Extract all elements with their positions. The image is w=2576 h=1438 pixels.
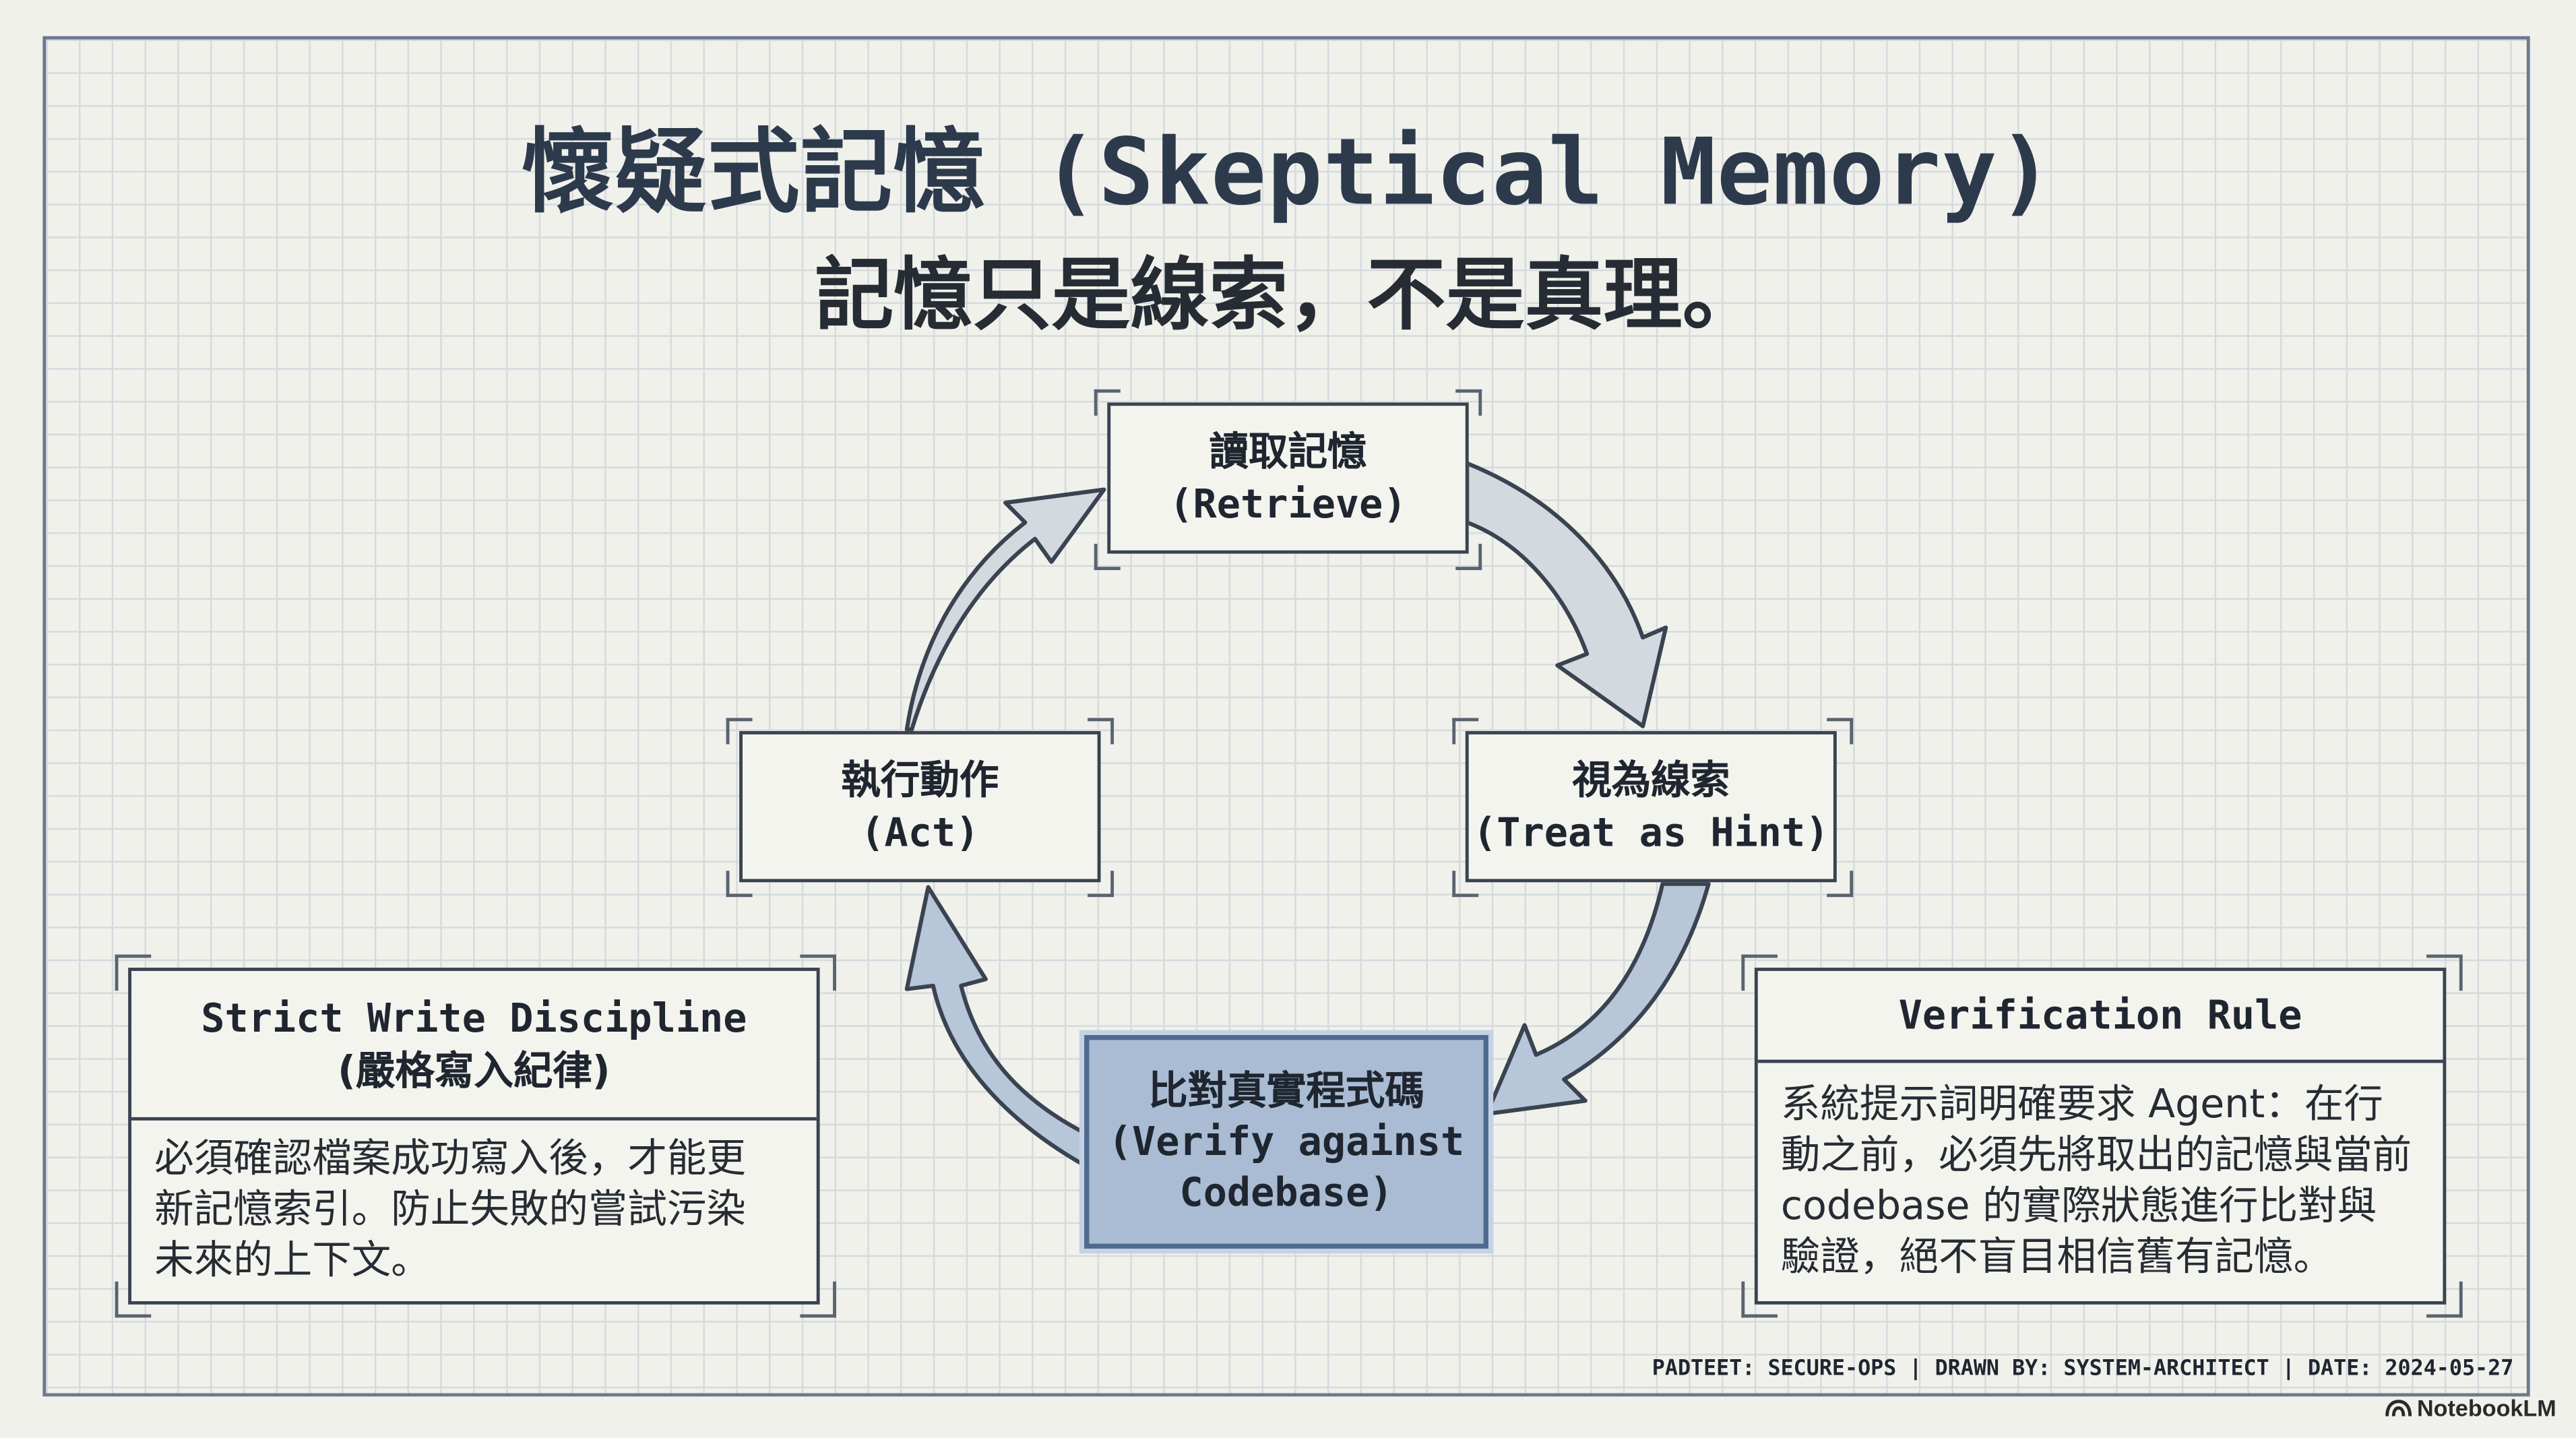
arrow-hint-to-verify (1484, 881, 1711, 1117)
node-verify-en-2: Codebase) (1179, 1168, 1393, 1215)
node-retrieve-en: (Retrieve) (1169, 481, 1407, 528)
notebooklm-brand: NotebookLM (2385, 1394, 2556, 1421)
brand-label: NotebookLM (2417, 1394, 2556, 1421)
panel-verification-rule-line: 動之前，必須先將取出的記憶與當前 (1780, 1131, 2412, 1179)
node-act-zh: 執行動作 (841, 757, 999, 804)
page-title: 懷疑式記憶 (Skeptical Memory) (522, 119, 2054, 227)
panel-write-discipline-subtitle: (嚴格寫入紀律) (338, 1047, 610, 1094)
node-hint-zh: 視為線索 (1572, 757, 1730, 804)
node-verify-zh: 比對真實程式碼 (1148, 1067, 1424, 1113)
arrow-verify-to-act (904, 885, 1095, 1172)
node-verify-en-1: (Verify against (1108, 1118, 1465, 1164)
panel-verification-rule-line: 系統提示詞明確要求 Agent：在行 (1780, 1081, 2383, 1127)
notebooklm-logo-icon (2385, 1400, 2412, 1416)
panel-verification-rule-title: Verification Rule (1898, 992, 2302, 1038)
panel-verification-rule-line: codebase 的實際狀態進行比對與 (1780, 1183, 2377, 1229)
node-act-en: (Act) (860, 809, 980, 856)
footer-meta: PADTEET: SECURE-OPS | DRAWN BY: SYSTEM-A… (1652, 1356, 2514, 1382)
page-subtitle: 記憶只是線索，不是真理。 (815, 249, 1761, 342)
arrow-act-to-retrieve (904, 487, 1106, 732)
panel-write-discipline-line: 新記憶索引。防止失敗的嘗試污染 (154, 1186, 746, 1232)
node-verify: 比對真實程式碼 (Verify against Codebase) (1084, 1035, 1488, 1249)
node-hint-en: (Treat as Hint) (1473, 809, 1829, 856)
panel-verification-rule-line: 驗證，絕不盲目相信舊有記憶。 (1780, 1234, 2333, 1280)
panel-write-discipline-line: 必須確認檔案成功寫入後，才能更 (154, 1135, 746, 1181)
panel-write-discipline-line: 未來的上下文。 (154, 1237, 431, 1284)
panel-write-discipline-title: Strict Write Discipline (201, 995, 747, 1041)
arrow-retrieve-to-hint (1465, 461, 1668, 728)
node-retrieve-zh: 讀取記憶 (1209, 429, 1367, 475)
